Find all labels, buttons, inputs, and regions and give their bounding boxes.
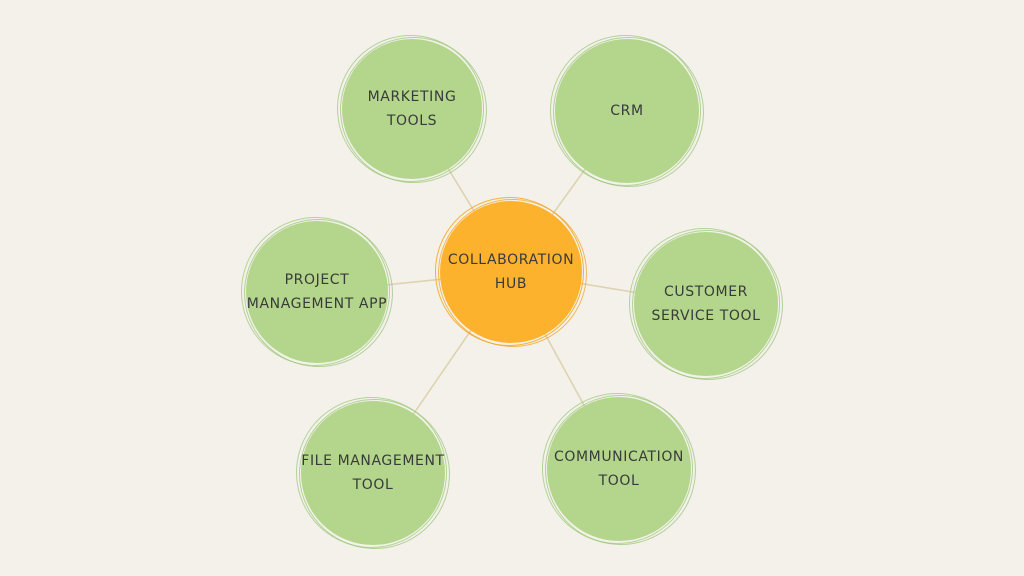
node-file-management-tool: FILE MANAGEMENT TOOL (301, 401, 445, 545)
node-label: MARKETING TOOLS (367, 89, 457, 129)
node-label: FILE MANAGEMENT TOOL (301, 453, 445, 493)
node-label: CUSTOMER SERVICE TOOL (651, 284, 761, 324)
node-communication-tool: COMMUNICATION TOOL (547, 397, 691, 541)
hub-label: COLLABORATION HUB (447, 252, 575, 292)
node-label: PROJECT MANAGEMENT APP (246, 272, 388, 312)
node-label: CRM (610, 103, 644, 119)
node-label: COMMUNICATION TOOL (553, 449, 685, 489)
node-collaboration-hub: COLLABORATION HUB (440, 201, 582, 343)
node-customer-service-tool: CUSTOMER SERVICE TOOL (634, 232, 778, 376)
node-crm: CRM (555, 39, 699, 183)
node-marketing-tools: MARKETING TOOLS (342, 39, 482, 179)
node-project-management-app: PROJECT MANAGEMENT APP (246, 221, 388, 363)
